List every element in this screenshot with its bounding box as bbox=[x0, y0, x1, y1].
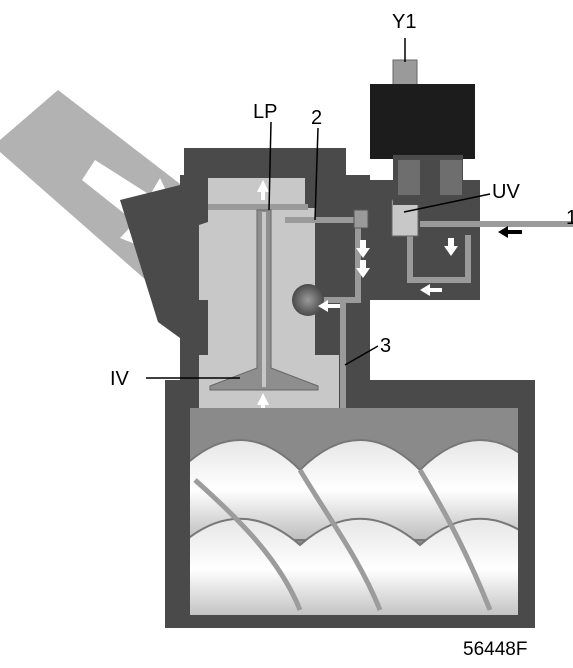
valve-up-arrow-bottom bbox=[257, 393, 269, 412]
valve-up-arrow-top bbox=[257, 180, 269, 200]
inlet-valve bbox=[208, 180, 319, 412]
label-y1: Y1 bbox=[392, 11, 416, 33]
label-uv: UV bbox=[492, 181, 520, 203]
label-1: 1 bbox=[566, 207, 573, 229]
figure-id: 56448F bbox=[463, 639, 527, 660]
bleed-orifice bbox=[292, 284, 324, 316]
label-iv: IV bbox=[110, 368, 130, 390]
solenoid-valve-y1 bbox=[370, 59, 475, 205]
check-valve bbox=[353, 209, 369, 229]
control-lines bbox=[285, 217, 573, 410]
unloader-valve bbox=[391, 199, 419, 237]
label-lp: LP bbox=[253, 101, 277, 123]
label-2: 2 bbox=[311, 107, 322, 129]
inflow-arrow-line-1 bbox=[498, 226, 522, 238]
compressor-element bbox=[190, 408, 518, 615]
male-rotor bbox=[190, 439, 518, 541]
female-rotor bbox=[190, 517, 518, 615]
leader-lines bbox=[146, 38, 491, 379]
label-3: 3 bbox=[380, 335, 391, 357]
